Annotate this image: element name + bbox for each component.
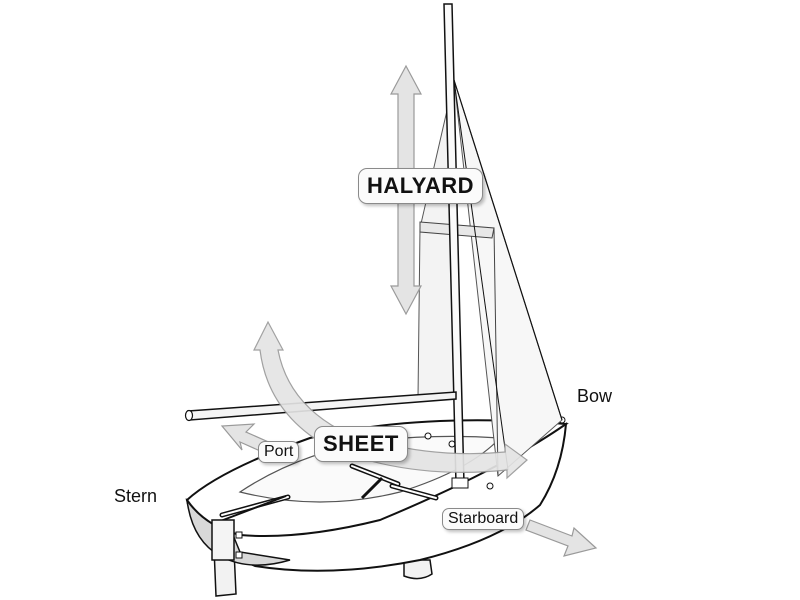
tiller-extension <box>360 476 384 500</box>
port-label: Port <box>258 441 300 463</box>
boom <box>187 391 457 421</box>
cleat-port <box>424 432 432 440</box>
jib-leech <box>493 227 499 477</box>
rudder-head <box>211 519 235 561</box>
tiller <box>217 495 287 523</box>
jib <box>453 79 563 478</box>
forestay <box>453 79 563 421</box>
cleat-stbd <box>486 482 494 490</box>
sheet-label: SHEET <box>314 426 408 462</box>
boom-end <box>184 409 194 422</box>
starboard-label: Starboard <box>442 508 525 530</box>
shroud <box>453 79 509 471</box>
rudder-pintle-lower <box>235 551 243 559</box>
cleat-mid <box>448 440 456 448</box>
starboard-arrow <box>525 519 598 557</box>
mast-step <box>451 477 469 489</box>
thwart-fwd-inner <box>391 485 437 499</box>
rudder-pintle-upper <box>235 531 243 539</box>
centerboard <box>403 559 433 580</box>
bow-label: Bow <box>577 386 613 406</box>
halyard-label: HALYARD <box>358 168 484 204</box>
thwart-mid-inner <box>351 465 399 485</box>
stern-label: Stern <box>114 486 158 506</box>
